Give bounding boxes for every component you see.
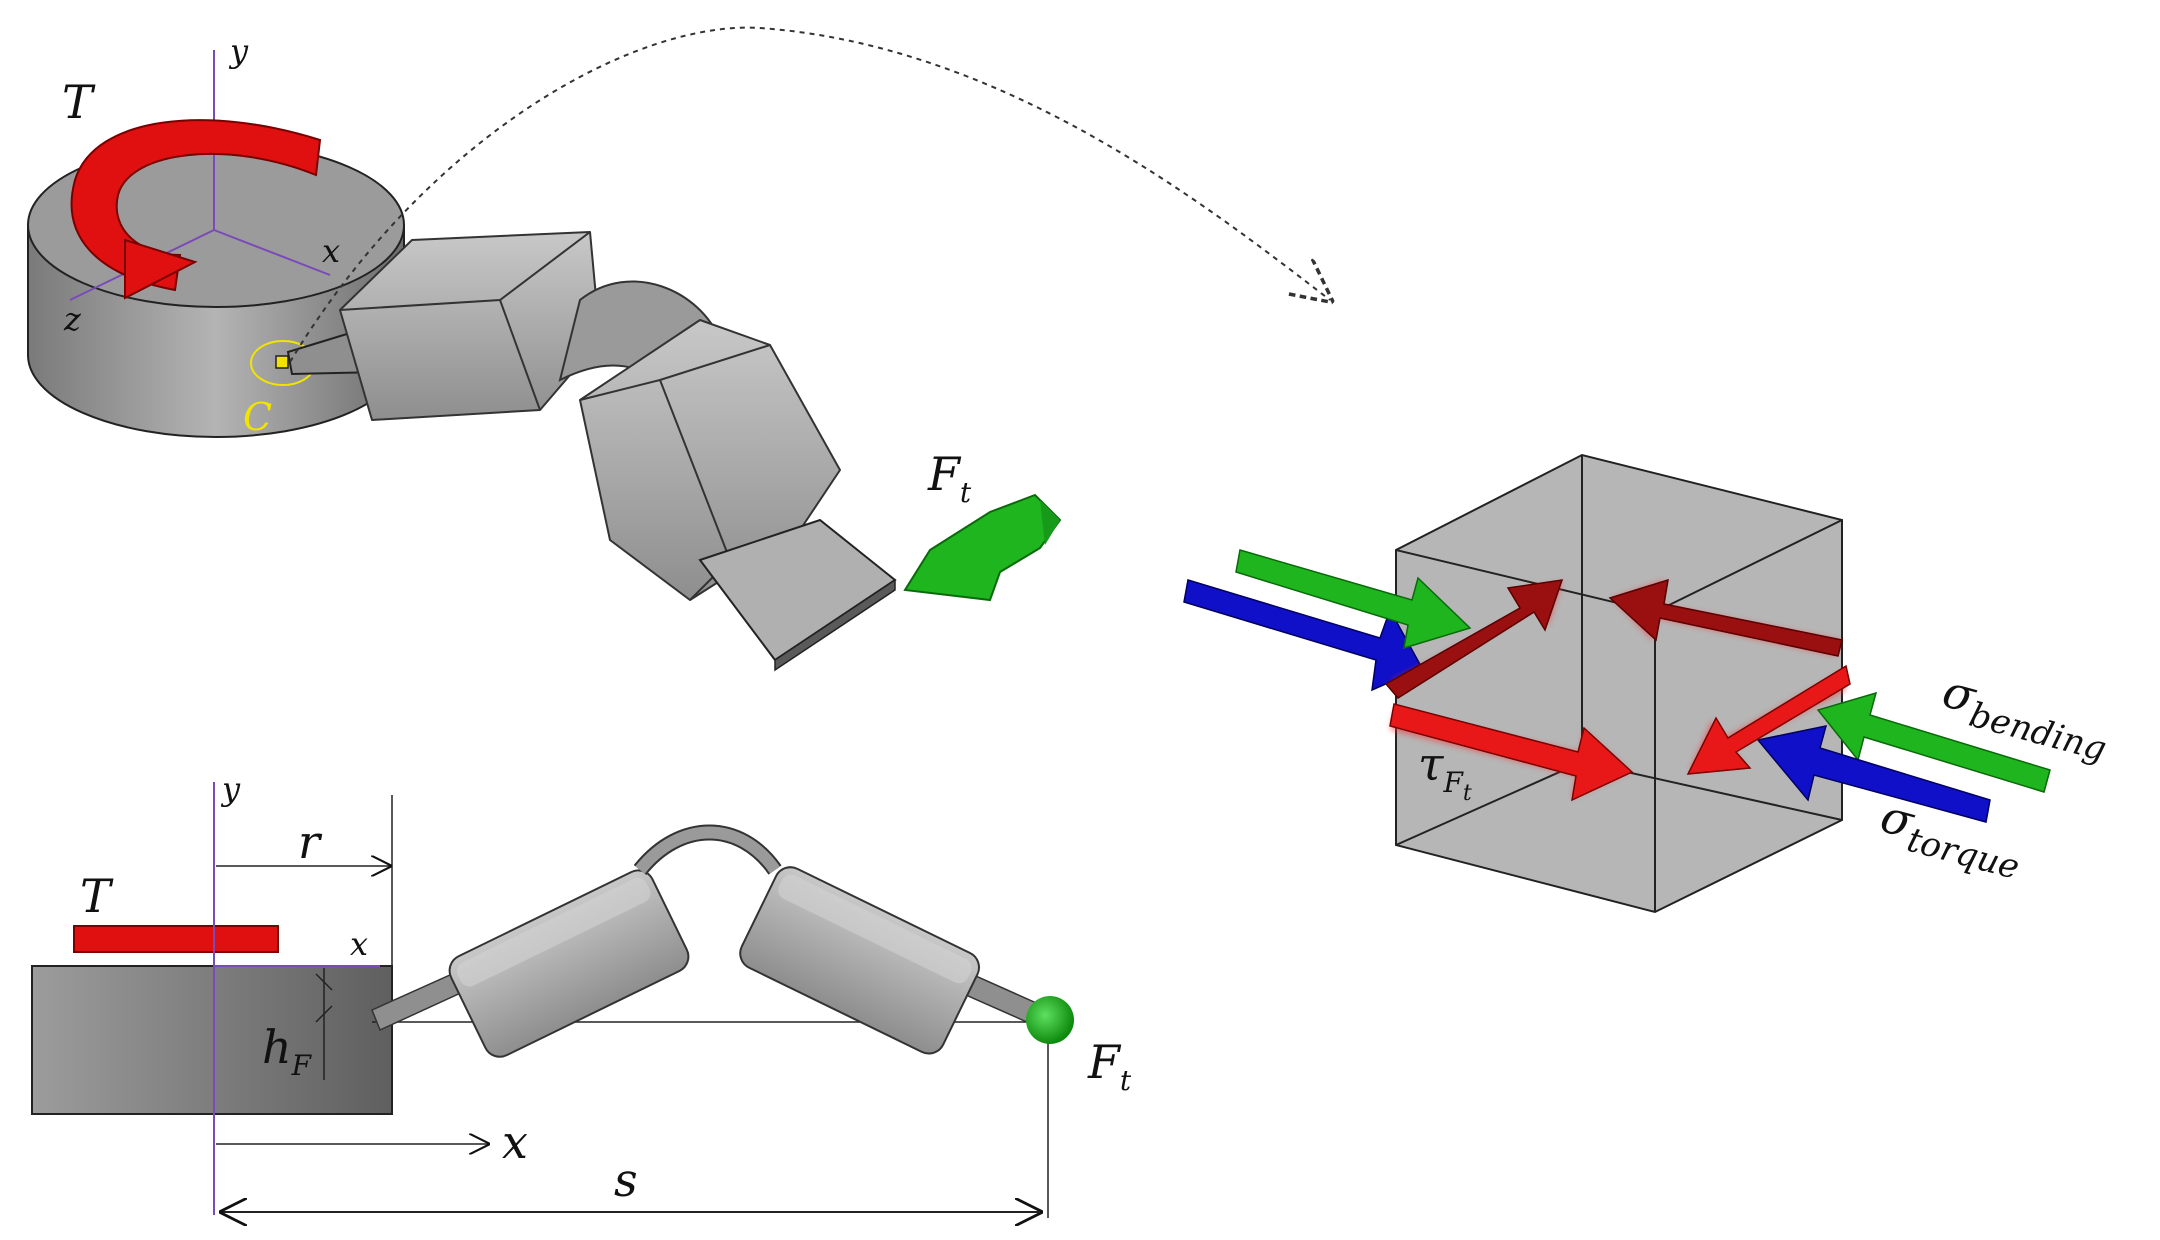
side-block-2: [739, 866, 980, 1055]
torque-arrow-iso: [70, 119, 322, 300]
label-point-c: C: [243, 395, 272, 439]
cube-body: [1395, 453, 1843, 914]
side-block-1: [448, 869, 690, 1058]
torque-bar-side: [73, 925, 279, 953]
label-height: hF: [262, 1020, 313, 1082]
label-torque-side: T: [80, 869, 114, 923]
label-force-iso: Ft: [927, 447, 972, 509]
force-arrow-iso: [903, 493, 1062, 602]
shear-arrow-upper-left: [1384, 579, 1564, 699]
shear-arrows: [1384, 578, 1851, 802]
label-radius: r: [298, 815, 323, 869]
label-axis-x-iso: x: [322, 232, 340, 270]
label-axis-x-side: x: [350, 925, 368, 963]
sigma-torque-arrow-right: [1756, 725, 1991, 823]
shear-arrow-lower-left: [1389, 703, 1634, 802]
sigma-bending-arrow-right: [1816, 691, 2051, 793]
iso-finger: [698, 518, 897, 672]
side-base: [31, 965, 393, 1115]
side-view: T y x r hF Ft x s: [31, 770, 1132, 1218]
force-ball-side: [1026, 996, 1074, 1044]
label-tau: τFt: [1418, 737, 1472, 806]
label-distance-x: x: [502, 1115, 528, 1169]
stress-element: τFt σbending σtorque: [1183, 453, 2111, 914]
shear-arrow-lower-right: [1686, 664, 1851, 775]
label-axis-y-iso: y: [228, 32, 249, 70]
label-axis-z-iso: z: [63, 300, 82, 338]
dashed-pointer: [289, 26, 1330, 363]
iso-view: T y x z C Ft: [27, 32, 1062, 672]
sigma-bending-arrow-left: [1235, 549, 1472, 650]
label-torque-iso: T: [62, 75, 96, 129]
label-axis-y-side: y: [220, 770, 241, 808]
shear-arrow-upper-right: [1608, 578, 1843, 657]
label-force-side: Ft: [1087, 1035, 1132, 1097]
label-distance-s: s: [614, 1153, 638, 1207]
